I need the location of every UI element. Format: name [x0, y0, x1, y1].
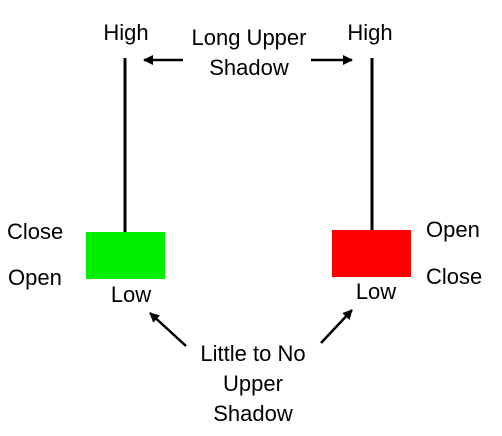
left-open-label: Open: [8, 265, 62, 290]
left-close-label: Close: [7, 219, 64, 244]
right-close-label: Close: [426, 264, 483, 289]
left-high-label: High: [103, 20, 149, 45]
little-upper-shadow-annotation: Little to No Upper Shadow: [200, 341, 306, 426]
no-shadow-arrow-left: [149, 312, 187, 347]
no-shadow-arrow-right: [320, 309, 353, 344]
right-low-label: Low: [355, 279, 397, 304]
long-upper-shadow-annotation: Long Upper Shadow: [191, 25, 307, 80]
left-candle-body: [86, 232, 165, 279]
left-low-label: Low: [110, 282, 152, 307]
right-high-label: High: [347, 20, 393, 45]
right-candle-body: [332, 230, 411, 277]
right-open-label: Open: [426, 217, 480, 242]
